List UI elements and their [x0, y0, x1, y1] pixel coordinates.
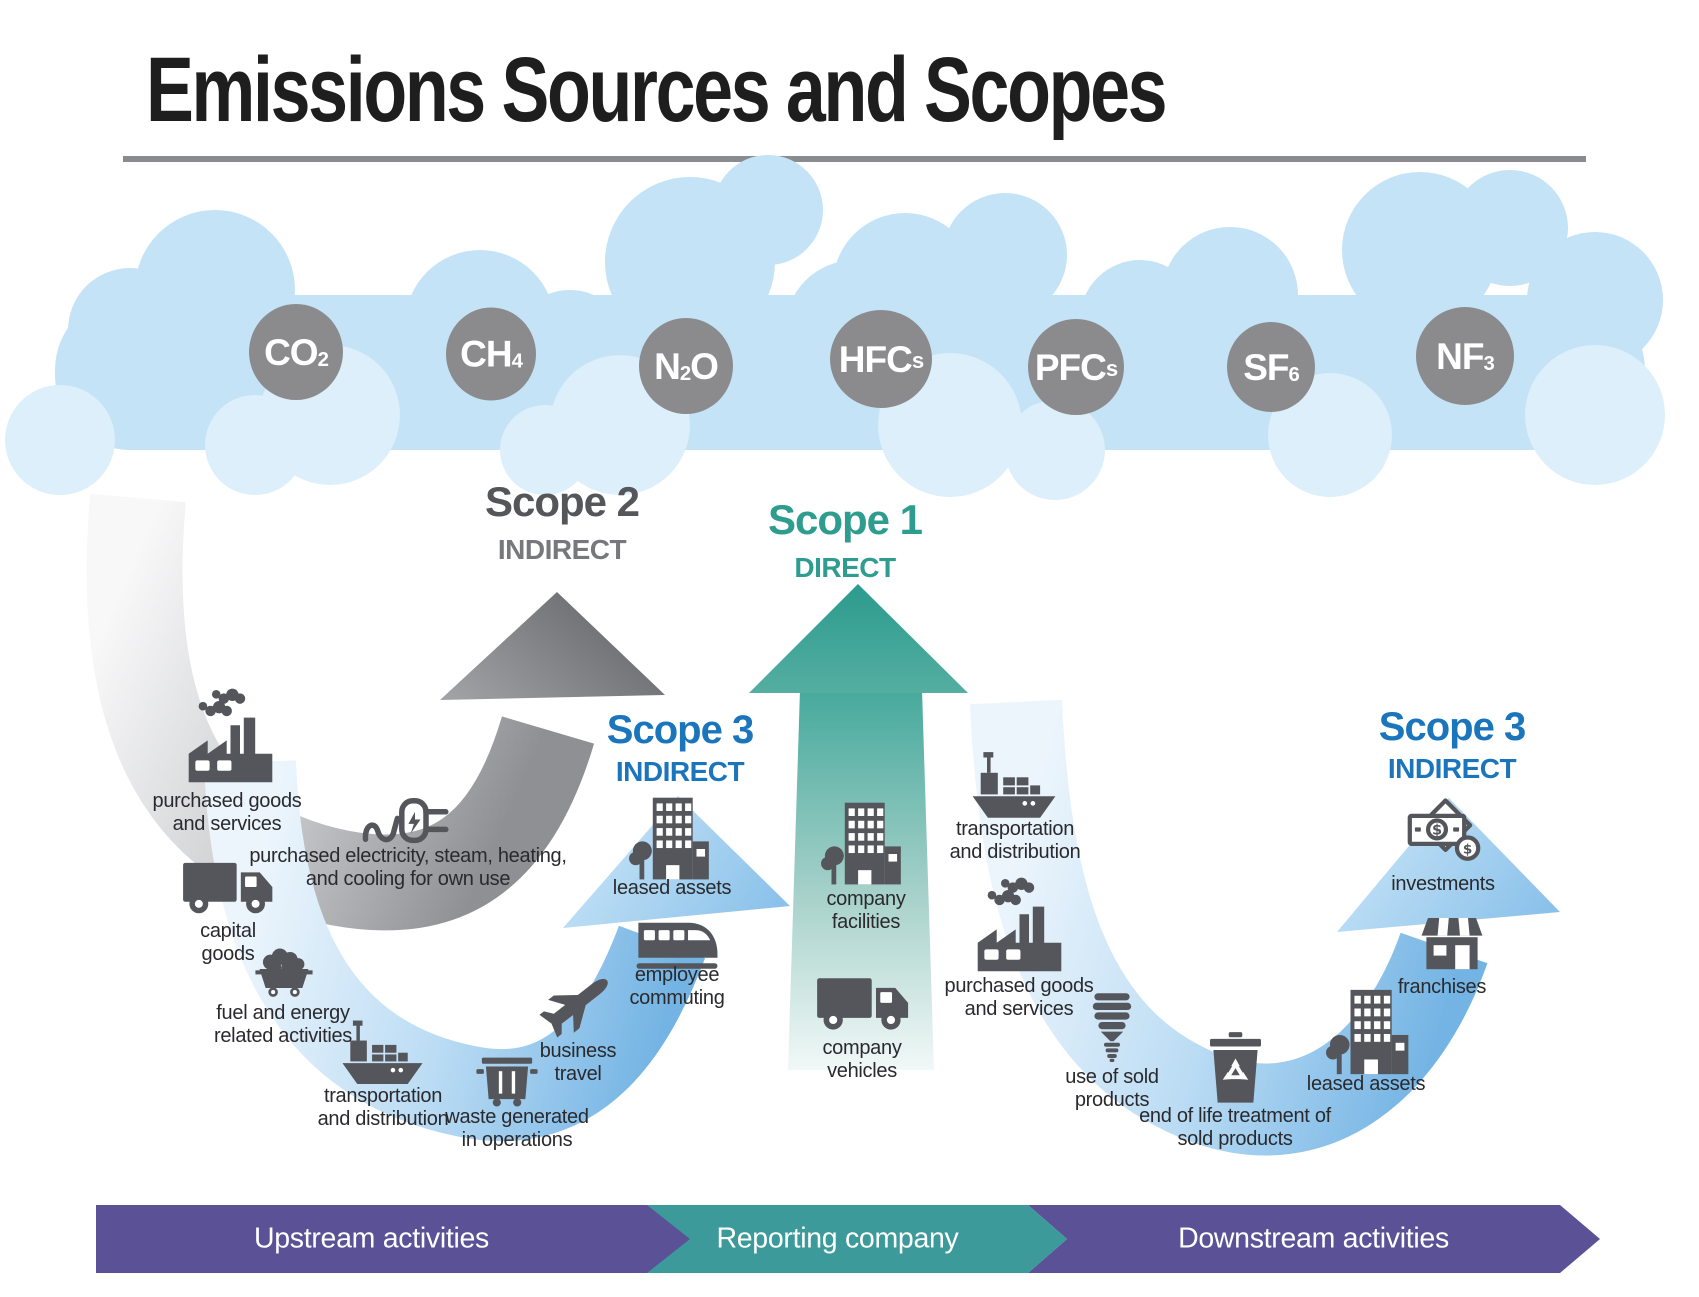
activity-label-employee-commuting: employee commuting — [629, 964, 725, 1010]
activity-label-transportation-downstream: transportation and distribution — [949, 818, 1081, 864]
recycle-bin-icon — [1208, 1030, 1263, 1105]
activity-label-purchased-goods-upstream: purchased goods and services — [152, 790, 302, 836]
scope2-subtitle: INDIRECT — [497, 534, 627, 565]
activity-label-leased-assets-downstream: leased assets — [1306, 1073, 1426, 1095]
activity-label-purchased-electricity: purchased electricity, steam, heating, a… — [249, 845, 567, 891]
activity-label-franchises: franchises — [1397, 976, 1487, 998]
activity-label-company-facilities: company facilities — [826, 888, 906, 934]
scope1-subtitle: DIRECT — [794, 552, 896, 583]
activity-label-end-of-life: end of life treatment of sold products — [1139, 1105, 1331, 1151]
activity-label-fuel-energy: fuel and energy related activities — [214, 1002, 352, 1048]
storefront-icon — [1421, 918, 1483, 970]
activity-label-investments: investments — [1391, 873, 1495, 895]
banner-upstream-label: Upstream activities — [253, 1222, 490, 1255]
banner-reporting-label: Reporting company — [716, 1222, 959, 1255]
activity-label-leased-assets-upstream: leased assets — [612, 877, 732, 899]
banner-reporting-company: Reporting company — [647, 1205, 1067, 1273]
scope1-title: Scope 1 — [767, 496, 923, 543]
scope2-title: Scope 2 — [484, 478, 640, 525]
scope3-downstream-subtitle: INDIRECT — [1387, 753, 1517, 784]
activity-label-transportation-upstream: transportation and distribution — [317, 1085, 449, 1131]
activity-label-purchased-goods-downstream: purchased goods and services — [944, 975, 1094, 1021]
activity-label-capital-goods: capital goods — [200, 920, 256, 966]
activity-label-business-travel: business travel — [539, 1040, 617, 1086]
activity-label-use-of-sold-products: use of sold products — [1065, 1066, 1159, 1112]
scope3-downstream-title: Scope 3 — [1378, 705, 1526, 749]
activity-label-company-vehicles: company vehicles — [822, 1037, 902, 1083]
clouds — [5, 155, 1665, 500]
scope3-upstream-title: Scope 3 — [606, 708, 754, 752]
scope3-upstream-subtitle: INDIRECT — [615, 756, 745, 787]
banner-upstream: Upstream activities — [96, 1205, 690, 1273]
page-title: Emissions Sources and Scopes — [146, 39, 1168, 141]
activity-label-waste: waste generated in operations — [445, 1106, 589, 1152]
title-rule — [123, 156, 1586, 162]
banner-downstream: Downstream activities — [1028, 1205, 1600, 1273]
banner-downstream-label: Downstream activities — [1178, 1222, 1449, 1255]
